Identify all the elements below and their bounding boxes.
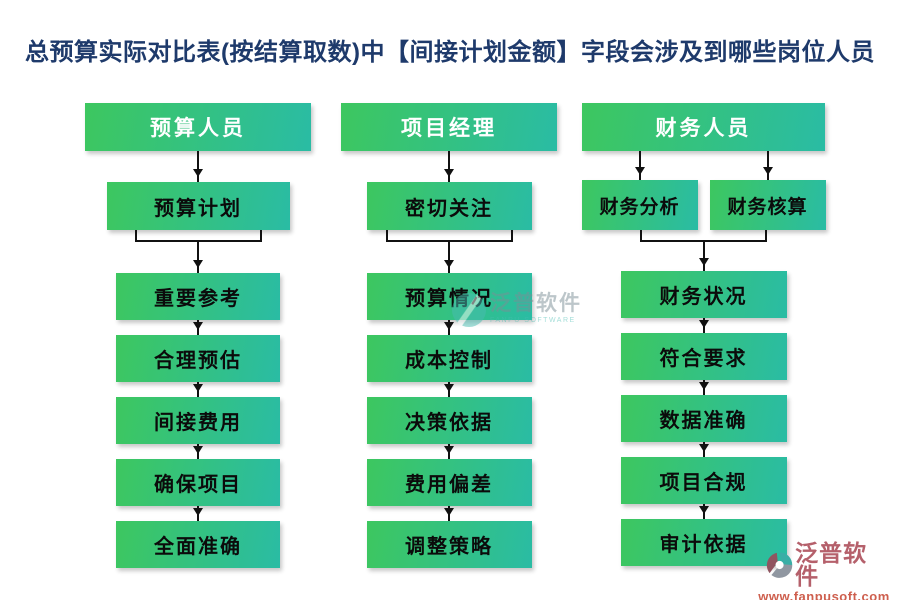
flow-box: 财务分析 <box>581 180 698 230</box>
down-arrow-icon <box>763 151 773 180</box>
down-arrow-icon <box>193 320 203 335</box>
item-box: 审计依据 <box>620 519 787 566</box>
role-header-box: 预算人员 <box>85 103 311 151</box>
flow-box: 密切关注 <box>366 182 532 230</box>
down-arrow-icon <box>444 151 454 182</box>
item-box: 数据准确 <box>620 395 787 442</box>
flow-box: 财务核算 <box>709 180 826 230</box>
item-box: 成本控制 <box>366 335 532 382</box>
role-header-box: 财务人员 <box>582 103 825 151</box>
item-box: 财务状况 <box>620 271 787 318</box>
item-box: 费用偏差 <box>366 459 532 506</box>
down-arrow-icon <box>444 242 454 273</box>
down-arrow-icon <box>193 151 203 182</box>
item-box: 全面准确 <box>116 521 280 568</box>
role-header-box: 项目经理 <box>341 103 557 151</box>
down-arrow-icon <box>698 318 709 333</box>
merge-connector <box>385 230 513 242</box>
down-arrow-icon <box>193 506 203 521</box>
item-box: 确保项目 <box>116 459 280 506</box>
down-arrow-icon <box>444 506 454 521</box>
footer-logo-url: www.fanpusoft.com <box>758 589 890 600</box>
down-arrow-icon <box>193 242 203 273</box>
down-arrow-icon <box>193 382 203 397</box>
down-arrow-icon <box>698 442 709 457</box>
merge-connector <box>134 230 262 242</box>
item-box: 合理预估 <box>116 335 280 382</box>
down-arrow-icon <box>698 504 709 519</box>
item-box: 预算情况 <box>366 273 532 320</box>
footer-logo-brand: 泛普软件 <box>795 540 868 589</box>
item-box: 间接费用 <box>116 397 280 444</box>
down-arrow-icon <box>698 242 709 271</box>
down-arrow-icon <box>193 444 203 459</box>
item-box: 重要参考 <box>116 273 280 320</box>
item-box: 调整策略 <box>366 521 532 568</box>
fanpu-logo-icon <box>766 552 793 578</box>
footer-logo: 泛普软件 www.fanpusoft.com <box>758 540 889 600</box>
page-title: 总预算实际对比表(按结算取数)中【间接计划金额】字段会涉及到哪些岗位人员 <box>25 39 875 66</box>
down-arrow-icon <box>635 151 645 180</box>
column-finance-staff: 财务人员 财务分析 财务核算 财务状况 符合要求 数据准确 项目合规 审计依据 <box>581 103 826 566</box>
column-budget-staff: 预算人员 预算计划 重要参考 合理预估 间接费用 确保项目 全面准确 <box>85 103 311 568</box>
merge-connector <box>640 230 767 242</box>
down-arrow-icon <box>444 320 454 335</box>
down-arrow-icon <box>444 444 454 459</box>
item-box: 符合要求 <box>620 333 787 380</box>
flow-box: 预算计划 <box>106 182 290 230</box>
item-box: 决策依据 <box>366 397 532 444</box>
split-connector <box>582 151 825 180</box>
item-box: 项目合规 <box>620 457 787 504</box>
down-arrow-icon <box>698 380 709 395</box>
sub-box-row: 财务分析 财务核算 <box>581 180 826 230</box>
column-project-manager: 项目经理 密切关注 预算情况 成本控制 决策依据 费用偏差 调整策略 <box>341 103 557 568</box>
down-arrow-icon <box>444 382 454 397</box>
